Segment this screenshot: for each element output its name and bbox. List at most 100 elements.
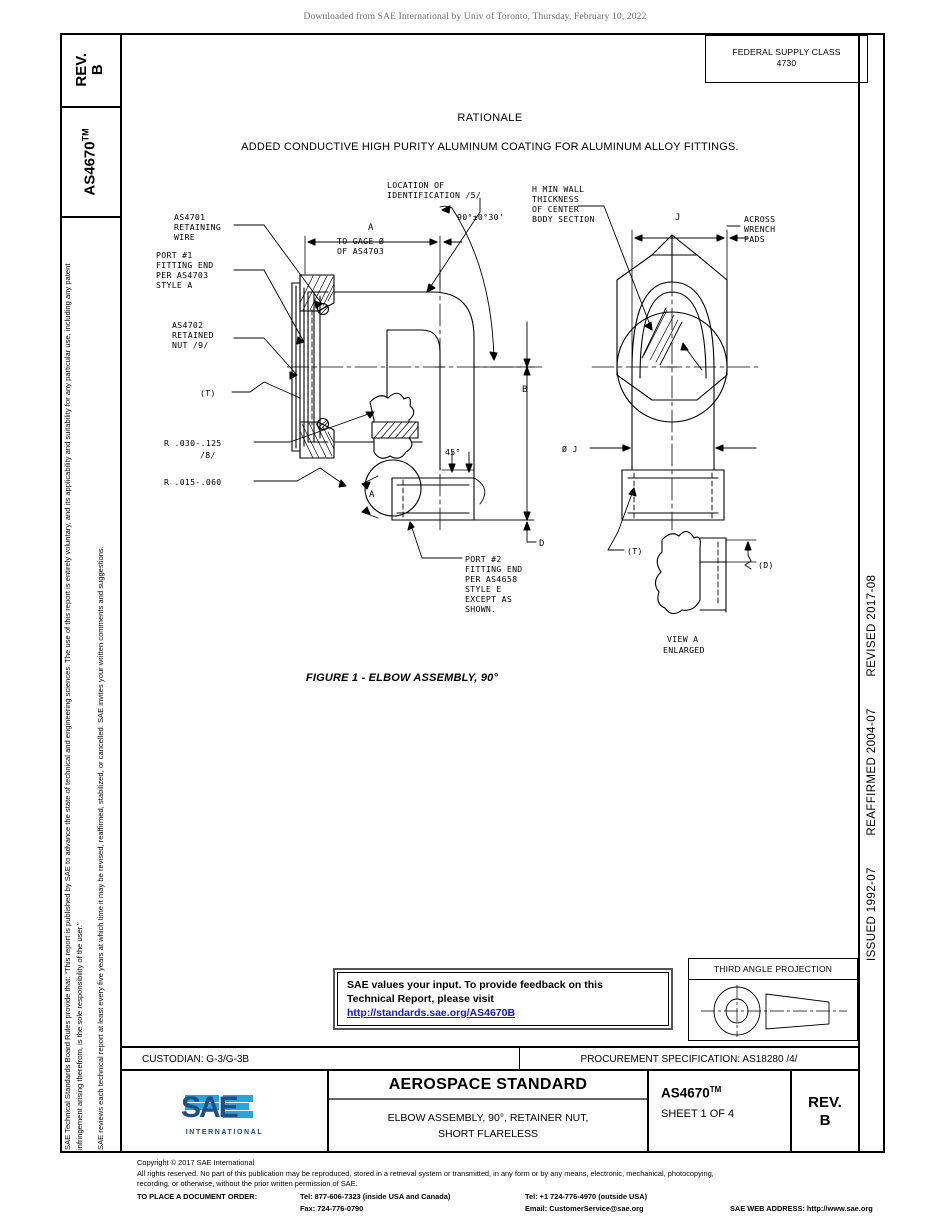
rationale-body: ADDED CONDUCTIVE HIGH PURITY ALUMINUM CO… [241,141,739,153]
feedback-link[interactable]: http://standards.sae.org/AS4670B [347,1006,516,1019]
annotation-port2-3: PER AS4658 [465,574,517,584]
download-banner: Downloaded from SAE International by Uni… [303,12,647,22]
procurement-spec-field: PROCUREMENT SPECIFICATION: AS18280 /4/ [580,1054,798,1065]
annotation-radius-2: R .015-.060 [164,477,222,487]
title-block-trademark: TM [709,1085,722,1094]
annotation-as4702-3: NUT /9/ [172,340,209,350]
doc-number-cell: AS4670TM [60,108,120,218]
annotation-port1: PORT #1 [156,250,193,260]
annotation-port1-3: PER AS4703 [156,270,208,280]
annotation-dim-j: J [675,213,681,223]
annotation-h-min-wall-2: THICKNESS [532,194,579,204]
drawing-frame [60,33,885,1153]
sae-logo-mark: SAE [181,1091,253,1124]
third-angle-projection-title: THIRD ANGLE PROJECTION [689,959,857,980]
annotation-detail-a: A [369,490,375,500]
federal-supply-class-value: 4730 [776,58,797,69]
footer-rights-line-2: recording, or otherwise, without the pri… [137,1179,358,1189]
document-title-line-1: ELBOW ASSEMBLY, 90°, RETAINER NUT, [387,1112,589,1125]
footer-fax: Fax: 724-776-0790 [300,1204,364,1214]
feedback-box: SAE values your input. To provide feedba… [333,968,673,1030]
annotation-port1-4: STYLE A [156,280,193,290]
annotation-t-right: (T) [627,546,643,556]
rationale-title: RATIONALE [457,112,523,124]
annotation-across-wrench-pads-2: WRENCH [744,224,775,234]
issued-date: ISSUED 1992-07 [866,867,878,961]
rev-label: REV. [73,52,91,87]
annotation-view-a: VIEW A [667,634,698,644]
title-block-rev-value: B [819,1112,831,1129]
legal-notice-cell: SAE Technical Standards Board Rules prov… [60,218,120,1153]
logo-cell: SAE INTERNATIONAL [122,1071,329,1153]
annotation-port2: PORT #2 [465,554,502,564]
custodian-row: CUSTODIAN: G-3/G-3B PROCUREMENT SPECIFIC… [122,1046,858,1071]
sae-logo: SAE INTERNATIONAL [179,1089,271,1136]
annotation-port2-4: STYLE E [465,584,502,594]
annotation-as4701: AS4701 [174,212,205,222]
annotation-port2-6: SHOWN. [465,604,496,614]
custodian-field: CUSTODIAN: G-3/G-3B [122,1048,520,1069]
federal-supply-class-box: FEDERAL SUPPLY CLASS 4730 [705,35,868,83]
svg-text:SAE: SAE [181,1091,238,1123]
annotation-view-a-dim: (D) [758,560,774,570]
annotation-radius-1: R .030-.125 [164,438,222,448]
third-angle-projection-symbol [701,985,847,1037]
annotation-as4701-2: RETAINING [174,222,221,232]
footer-tel-outside: Tel: +1 724-776-4970 (outside USA) [525,1191,648,1201]
trademark-symbol: TM [81,128,91,142]
annotation-radius-1-note: /8/ [200,450,216,460]
footer-tel-inside: Tel: 877-606-7323 (inside USA and Canada… [300,1191,451,1201]
annotation-across-wrench-pads-3: PADS [744,234,765,244]
title-block-doc-number: AS4670 [661,1085,710,1101]
rev-cell: REV. B [60,33,120,108]
standard-type: AEROSPACE STANDARD [329,1071,647,1100]
footer-copyright: Copyright © 2017 SAE International [137,1158,255,1167]
footer-order-label: TO PLACE A DOCUMENT ORDER: [137,1191,258,1201]
annotation-as4702-2: RETAINED [172,330,214,340]
left-label-column: REV. B AS4670TM SAE Technical Standards … [60,33,122,1153]
footer-order-row-1: TO PLACE A DOCUMENT ORDER: Tel: 877-606-… [137,1192,937,1203]
annotation-dim-d: D [539,539,545,549]
annotation-as4701-3: WIRE [174,232,195,242]
footer-rights-line-1: All rights reserved. No part of this pub… [137,1168,714,1178]
annotation-h-min-wall: H MIN WALL [532,184,584,194]
annotation-dim-a-note: TO GAGE Ø [337,236,384,246]
annotation-location-identification-2: IDENTIFICATION /5/ [387,190,481,200]
annotation-across-wrench-pads: ACROSS [744,214,775,224]
title-cell: AEROSPACE STANDARD ELBOW ASSEMBLY, 90°, … [329,1071,649,1153]
annotation-port1-2: FITTING END [156,260,214,270]
footer: Copyright © 2017 SAE International All r… [137,1158,937,1215]
footer-order-row-2: Fax: 724-776-0790 Email: CustomerService… [137,1204,937,1215]
title-block-rev-label: REV. [808,1094,842,1111]
legal-paragraph-1: SAE Technical Standards Board Rules prov… [63,263,84,1150]
footer-email: Email: CustomerService@sae.org [525,1204,644,1214]
revision-cell: REV. B [792,1071,858,1153]
revised-date: REVISED 2017-08 [866,574,878,677]
document-title-line-2: SHORT FLARELESS [438,1127,538,1140]
annotation-angle-tolerance: 90°±0°30' [457,212,504,222]
annotation-view-a-2: ENLARGED [663,645,705,655]
feedback-line-2: Technical Report, please visit [347,992,494,1005]
title-block: SAE INTERNATIONAL AEROSPACE STANDARD ELB… [122,1071,858,1153]
reaffirmed-date: REAFFIRMED 2004-07 [866,708,878,836]
annotation-h-min-wall-4: BODY SECTION [532,214,595,224]
annotation-dim-a: A [368,223,374,233]
annotation-port2-2: FITTING END [465,564,523,574]
third-angle-projection-box: THIRD ANGLE PROJECTION [688,958,858,1041]
document-number-cell: AS4670TM SHEET 1 OF 4 [649,1071,792,1153]
legal-paragraph-2: SAE reviews each technical report at lea… [95,546,105,1150]
feedback-line-1: SAE values your input. To provide feedba… [347,979,603,991]
annotation-dim-a-note-2: OF AS4703 [337,246,384,256]
annotation-dim-dia-j: Ø J [562,444,578,454]
right-date-column: ISSUED 1992-07 REAFFIRMED 2004-07 REVISE… [858,33,885,1153]
federal-supply-class-label: FEDERAL SUPPLY CLASS [732,47,841,57]
rev-value: B [88,64,106,75]
doc-number: AS4670 [82,141,99,196]
annotation-dim-b: B [522,385,528,395]
annotation-angle-45: 45° [445,447,461,457]
footer-web: SAE WEB ADDRESS: http://www.sae.org [730,1204,873,1214]
annotation-t-left: (T) [200,388,216,398]
annotation-h-min-wall-3: OF CENTER [532,204,579,214]
engineering-drawing: LOCATION OF IDENTIFICATION /5/ AS4701 RE… [122,170,858,730]
sheet-number: SHEET 1 OF 4 [661,1107,735,1120]
